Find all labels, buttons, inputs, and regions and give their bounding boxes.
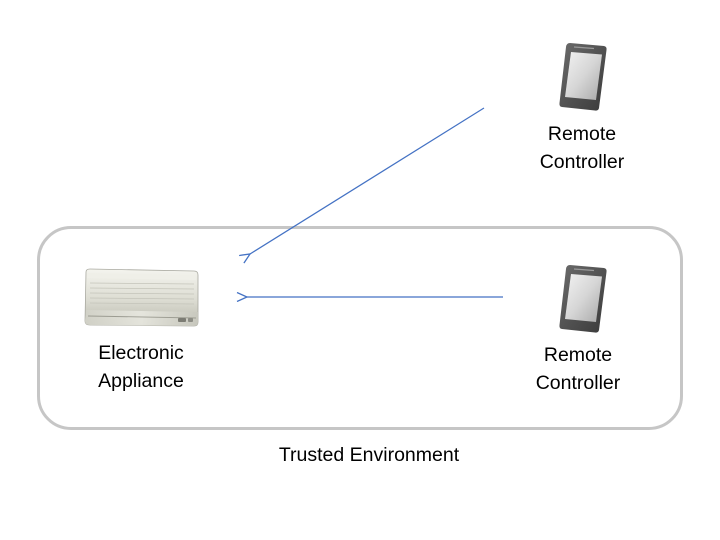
appliance-label-line1: Electronic: [98, 342, 184, 364]
smartphone-icon: [559, 265, 607, 333]
remote-label-line2: Controller: [535, 372, 621, 394]
remote-controller-label-inside: Remote Controller: [508, 341, 648, 397]
arrow-remote-to-appliance-outside: [250, 107, 485, 254]
trusted-environment-boundary: [37, 226, 683, 430]
remote-label-line1: Remote: [547, 123, 617, 145]
remote-label-line1: Remote: [543, 344, 613, 366]
electronic-appliance-label: Electronic Appliance: [71, 339, 211, 395]
air-conditioner-icon: [84, 268, 199, 327]
smartphone-icon: [559, 43, 607, 111]
trusted-environment-label: Trusted Environment: [278, 444, 460, 466]
appliance-label-line2: Appliance: [98, 370, 184, 392]
remote-label-line2: Controller: [539, 151, 625, 173]
remote-controller-label-outside: Remote Controller: [512, 120, 652, 176]
